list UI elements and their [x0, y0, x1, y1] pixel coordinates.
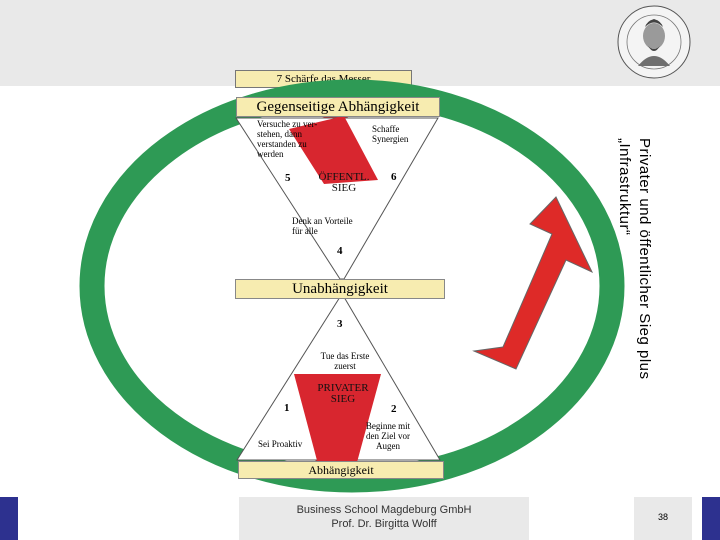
- number-1: 1: [284, 402, 290, 414]
- bar-top: Gegenseitige Abhängigkeit: [236, 97, 440, 117]
- vertical-caption: Privater und öffentlicher Sieg plus„Infr…: [616, 138, 653, 380]
- number-5: 5: [285, 172, 291, 184]
- page-number: 38: [657, 512, 668, 522]
- up-right-arrow-icon: [472, 196, 594, 370]
- public-victory-label: ÖFFENTL.SIEG: [318, 171, 370, 194]
- page-number-box: [634, 497, 692, 540]
- number-2: 2: [391, 403, 397, 415]
- footer-box: [239, 497, 529, 540]
- lower-left-text: Sei Proaktiv: [258, 439, 303, 449]
- bar-bottom: Abhängigkeit: [238, 461, 444, 479]
- footer-right-accent: [702, 497, 720, 540]
- number-6: 6: [391, 171, 397, 183]
- footer-line-2: Prof. Dr. Birgitta Wolff: [331, 518, 437, 530]
- number-3: 3: [337, 318, 343, 330]
- lower-triangle-overlay: [294, 374, 381, 468]
- footer-text: Business School Magdeburg GmbH Prof. Dr.…: [239, 503, 529, 531]
- university-seal-logo: [617, 5, 691, 79]
- green-ring: [79, 79, 625, 493]
- bar-middle: Unabhängigkeit: [235, 279, 445, 299]
- footer-left-accent: [0, 497, 18, 540]
- upper-triangle-overlay: [289, 116, 378, 184]
- number-4: 4: [337, 245, 343, 257]
- footer-line-1: Business School Magdeburg GmbH: [296, 504, 472, 516]
